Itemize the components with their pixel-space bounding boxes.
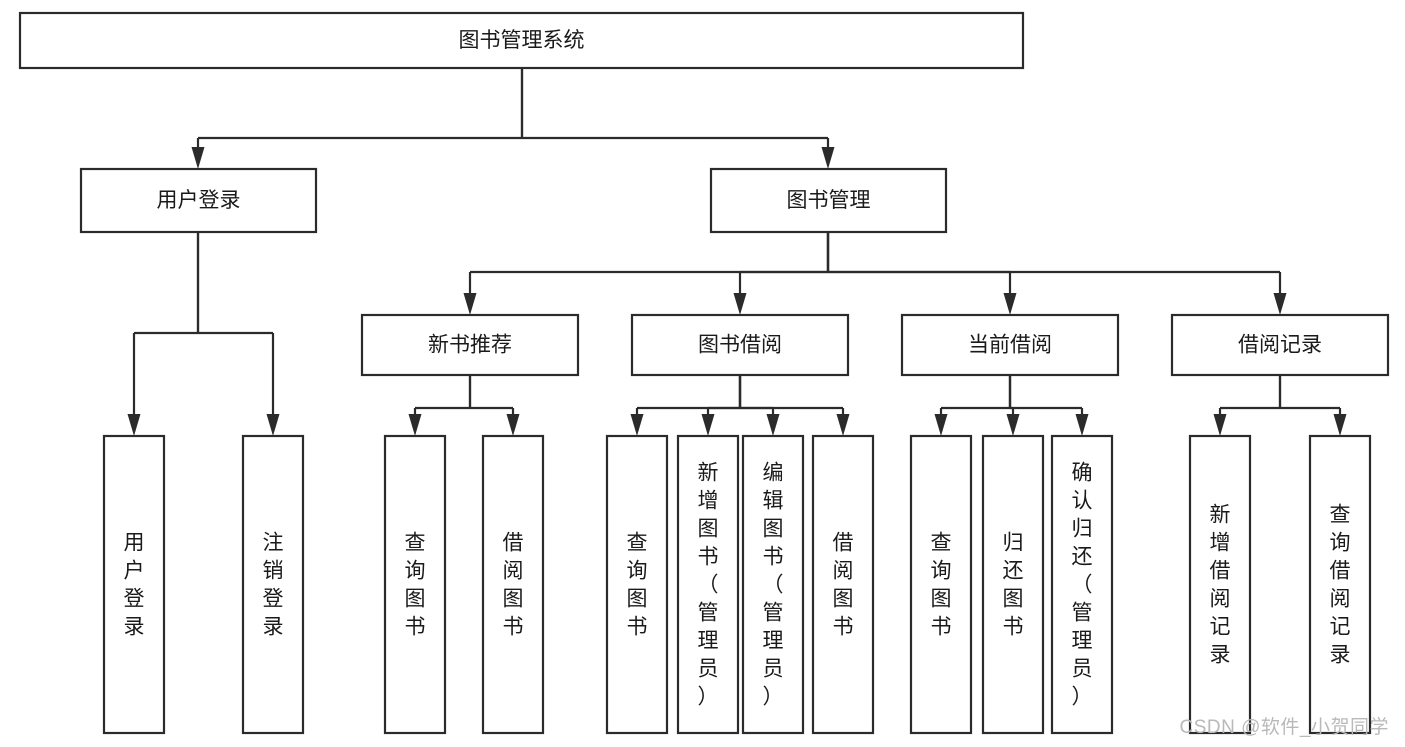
node-leaf-7[interactable]: 借阅图书	[811, 434, 875, 735]
node-leaf-0[interactable]: 用户登录	[102, 434, 166, 735]
node-leaf-3-box[interactable]	[481, 434, 545, 735]
node-leaf-4[interactable]: 查询图书	[605, 434, 669, 735]
node-leaf-9[interactable]: 归还图书	[981, 434, 1045, 735]
node-leaf-5-box[interactable]	[676, 434, 740, 735]
node-level2-1[interactable]: 图书管理	[709, 167, 948, 234]
node-root[interactable]: 图书管理系统	[18, 11, 1025, 70]
node-leaf-2[interactable]: 查询图书	[383, 434, 447, 735]
connector	[408, 375, 472, 436]
node-level3-1-box[interactable]	[630, 313, 850, 377]
connector	[738, 375, 850, 436]
node-level2-0[interactable]: 用户登录	[79, 167, 318, 234]
node-leaf-4-label: 查询图书	[627, 532, 648, 639]
connector	[191, 68, 524, 169]
node-leaf-9-label: 归还图书	[1003, 532, 1024, 639]
node-level3-2-label: 当前借阅	[968, 334, 1052, 357]
node-leaf-10[interactable]: 确认归还（管理员）	[1050, 434, 1114, 735]
connector	[468, 375, 520, 436]
node-leaf-10-box[interactable]	[1050, 434, 1114, 735]
node-leaf-11[interactable]: 新增借阅记录	[1188, 434, 1252, 735]
node-leaf-12-label: 查询借阅记录	[1330, 504, 1351, 667]
node-level3-3-box[interactable]	[1170, 313, 1390, 377]
node-leaf-7-label: 借阅图书	[833, 532, 854, 639]
node-level2-1-label: 图书管理	[787, 189, 871, 212]
connector	[1278, 375, 1347, 436]
node-root-label: 图书管理系统	[459, 29, 585, 52]
node-leaf-2-label: 查询图书	[405, 532, 426, 639]
node-leaf-7-box[interactable]	[811, 434, 875, 735]
connector	[1008, 375, 1089, 436]
node-leaf-4-box[interactable]	[605, 434, 669, 735]
connector	[733, 232, 830, 315]
node-level3-0-box[interactable]	[360, 313, 580, 377]
connector	[127, 232, 200, 436]
connector	[738, 375, 780, 436]
node-level2-0-box[interactable]	[79, 167, 318, 234]
node-leaf-5[interactable]: 新增图书（管理员）	[676, 434, 740, 735]
connector	[701, 375, 742, 436]
node-leaf-3-label: 借阅图书	[503, 532, 524, 639]
node-level3-2-box[interactable]	[900, 313, 1120, 377]
node-level3-0-label: 新书推荐	[428, 334, 512, 357]
node-leaf-8[interactable]: 查询图书	[909, 434, 973, 735]
nodes-layer: 图书管理系统用户登录图书管理新书推荐图书借阅当前借阅借阅记录用户登录注销登录查询…	[18, 11, 1390, 735]
node-level3-2[interactable]: 当前借阅	[900, 313, 1120, 377]
node-leaf-1[interactable]: 注销登录	[241, 434, 305, 735]
node-leaf-8-label: 查询图书	[931, 532, 952, 639]
node-level3-3[interactable]: 借阅记录	[1170, 313, 1390, 377]
node-leaf-3[interactable]: 借阅图书	[481, 434, 545, 735]
node-level2-1-box[interactable]	[709, 167, 948, 234]
node-level2-0-label: 用户登录	[157, 189, 241, 212]
node-level3-0[interactable]: 新书推荐	[360, 313, 580, 377]
node-root-box[interactable]	[18, 11, 1025, 70]
node-level3-1-label: 图书借阅	[698, 334, 782, 357]
node-leaf-11-label: 新增借阅记录	[1210, 504, 1231, 667]
connector	[520, 68, 835, 169]
node-leaf-10-label: 确认归还（管理员）	[1072, 462, 1093, 709]
connector	[463, 232, 830, 315]
connector	[196, 232, 280, 436]
node-level3-3-label: 借阅记录	[1238, 334, 1322, 357]
connector	[934, 375, 1012, 436]
node-leaf-12[interactable]: 查询借阅记录	[1308, 434, 1372, 735]
node-leaf-6-box[interactable]	[741, 434, 805, 735]
node-leaf-5-label: 新增图书（管理员）	[698, 462, 719, 709]
node-leaf-0-label: 用户登录	[124, 532, 145, 639]
connector	[826, 232, 1287, 315]
node-leaf-8-box[interactable]	[909, 434, 973, 735]
node-leaf-11-box[interactable]	[1188, 434, 1252, 735]
connector	[630, 375, 742, 436]
connector	[1213, 375, 1282, 436]
connector	[826, 232, 1017, 315]
node-leaf-2-box[interactable]	[383, 434, 447, 735]
node-leaf-0-box[interactable]	[102, 434, 166, 735]
node-leaf-1-box[interactable]	[241, 434, 305, 735]
node-leaf-12-box[interactable]	[1308, 434, 1372, 735]
connections-layer	[127, 68, 1347, 436]
node-leaf-9-box[interactable]	[981, 434, 1045, 735]
node-leaf-6-label: 编辑图书（管理员）	[763, 462, 784, 709]
node-leaf-1-label: 注销登录	[263, 532, 284, 639]
connector	[1006, 375, 1020, 436]
node-level3-1[interactable]: 图书借阅	[630, 313, 850, 377]
node-leaf-6[interactable]: 编辑图书（管理员）	[741, 434, 805, 735]
